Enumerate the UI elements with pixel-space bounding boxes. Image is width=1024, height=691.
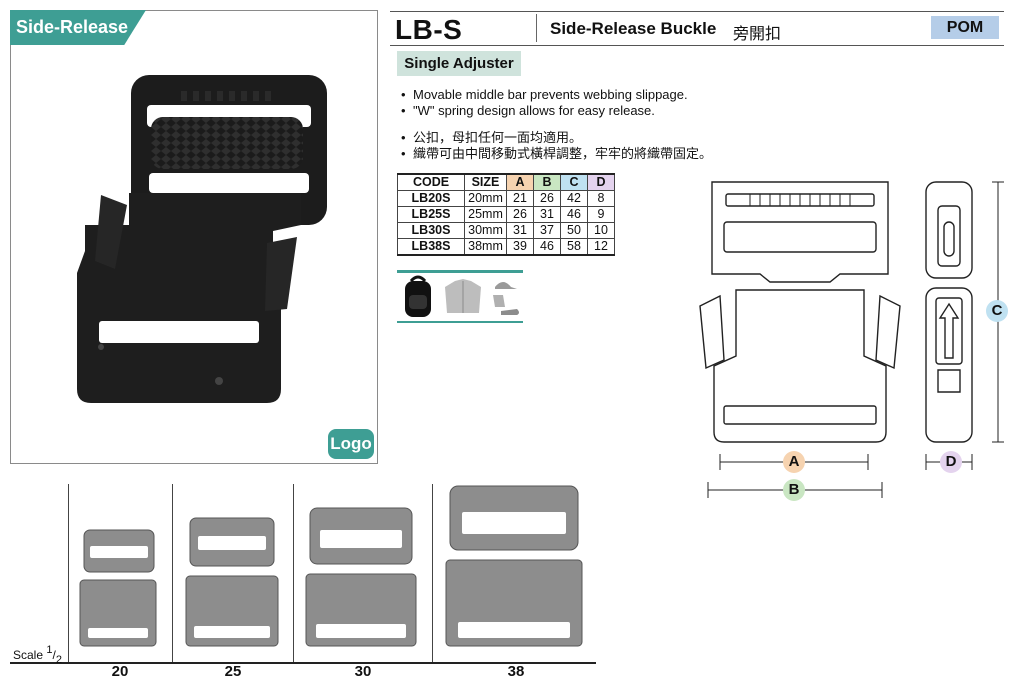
feature-text: 織帶可由中間移動式橫桿調整，牢牢的將織帶固定。 [413, 146, 713, 161]
cell-b: 26 [533, 190, 561, 207]
category-tag: Side-Release [10, 10, 146, 45]
feature-text: 公扣，母扣任何一面均適用。 [413, 130, 583, 145]
table-row: LB20S 20mm 21 26 42 8 [397, 190, 615, 207]
cell-d: 8 [587, 190, 615, 207]
scale-size-30: 30 [354, 663, 372, 680]
feature-cn-1: • 公扣，母扣任何一面均適用。 [401, 127, 582, 146]
technical-drawing [699, 181, 1004, 498]
cell-a: 39 [506, 238, 534, 256]
cap-glove-shoe-icon [493, 282, 519, 315]
dim-label-d: D [940, 451, 962, 473]
bullet: • [401, 103, 406, 118]
product-photo-panel [10, 10, 378, 464]
header-rule-bottom [390, 45, 1004, 46]
feature-en-1: • Movable middle bar prevents webbing sli… [401, 87, 688, 102]
cell-code: LB30S [397, 222, 465, 239]
logo-badge: Logo [328, 429, 374, 459]
cell-a: 21 [506, 190, 534, 207]
side-view-top [925, 181, 973, 279]
front-view-adjuster [711, 181, 889, 283]
dim-label-a: A [783, 451, 805, 473]
spec-table: CODE SIZE A B C D LB20S 20mm 21 26 42 8 … [397, 173, 615, 256]
cell-c: 46 [560, 206, 588, 223]
col-c: C [560, 173, 588, 191]
col-a: A [506, 173, 534, 191]
buckle-photo [77, 75, 327, 403]
cell-code: LB20S [397, 190, 465, 207]
cell-size: 30mm [464, 222, 507, 239]
cell-d: 12 [587, 238, 615, 256]
feature-text: "W" spring design allows for easy releas… [413, 103, 655, 118]
model-code: LB-S [395, 14, 463, 45]
material-badge: POM [931, 16, 999, 39]
cell-d: 9 [587, 206, 615, 223]
dim-label-b: B [783, 479, 805, 501]
scale-divider [432, 484, 433, 662]
feature-text: Movable middle bar prevents webbing slip… [413, 87, 688, 102]
bullet: • [401, 87, 406, 102]
feature-cn-2: • 織帶可由中間移動式橫桿調整，牢牢的將織帶固定。 [401, 143, 712, 162]
backpack-icon [405, 275, 431, 317]
scale-size-25: 25 [224, 663, 242, 680]
col-size: SIZE [464, 173, 507, 191]
jacket-icon [445, 279, 481, 313]
scale-label: Scale 1/2 [13, 644, 62, 666]
cell-b: 37 [533, 222, 561, 239]
applications-strip [397, 270, 523, 323]
bullet: • [401, 130, 406, 145]
scale-divider [293, 484, 294, 662]
cell-size: 38mm [464, 238, 507, 256]
cell-size: 25mm [464, 206, 507, 223]
cell-d: 10 [587, 222, 615, 239]
cell-code: LB25S [397, 206, 465, 223]
table-row: LB30S 30mm 31 37 50 10 [397, 222, 615, 239]
table-header-row: CODE SIZE A B C D [397, 173, 615, 191]
front-view-body [713, 289, 887, 443]
header-rule-top [390, 11, 1004, 12]
scale-baseline [10, 662, 596, 664]
dim-label-c: C [986, 300, 1008, 322]
scale-silhouettes [79, 485, 583, 647]
scale-word: Scale [13, 648, 44, 662]
scale-numerator: 1 [46, 644, 53, 656]
cell-a: 26 [506, 206, 534, 223]
cell-b: 31 [533, 206, 561, 223]
header-separator [536, 14, 537, 42]
table-row: LB38S 38mm 39 46 58 12 [397, 238, 615, 256]
cell-c: 50 [560, 222, 588, 239]
scale-size-20: 20 [111, 663, 129, 680]
cell-a: 31 [506, 222, 534, 239]
table-row: LB25S 25mm 26 31 46 9 [397, 206, 615, 223]
cell-b: 46 [533, 238, 561, 256]
product-name: Side-Release Buckle [550, 19, 717, 38]
cell-c: 58 [560, 238, 588, 256]
scale-divider [172, 484, 173, 662]
cell-size: 20mm [464, 190, 507, 207]
cell-code: LB38S [397, 238, 465, 256]
cell-c: 42 [560, 190, 588, 207]
product-name-cn: 旁開扣 [733, 26, 782, 43]
bullet: • [401, 146, 406, 161]
subtitle-badge: Single Adjuster [397, 51, 521, 76]
scale-divider [68, 484, 69, 662]
scale-denominator: 2 [55, 654, 62, 666]
side-view-body [925, 287, 973, 443]
scale-size-38: 38 [507, 663, 525, 680]
col-b: B [533, 173, 561, 191]
feature-en-2: • "W" spring design allows for easy relea… [401, 103, 655, 118]
col-d: D [587, 173, 615, 191]
applications-icons [405, 275, 519, 317]
col-code: CODE [397, 173, 465, 191]
